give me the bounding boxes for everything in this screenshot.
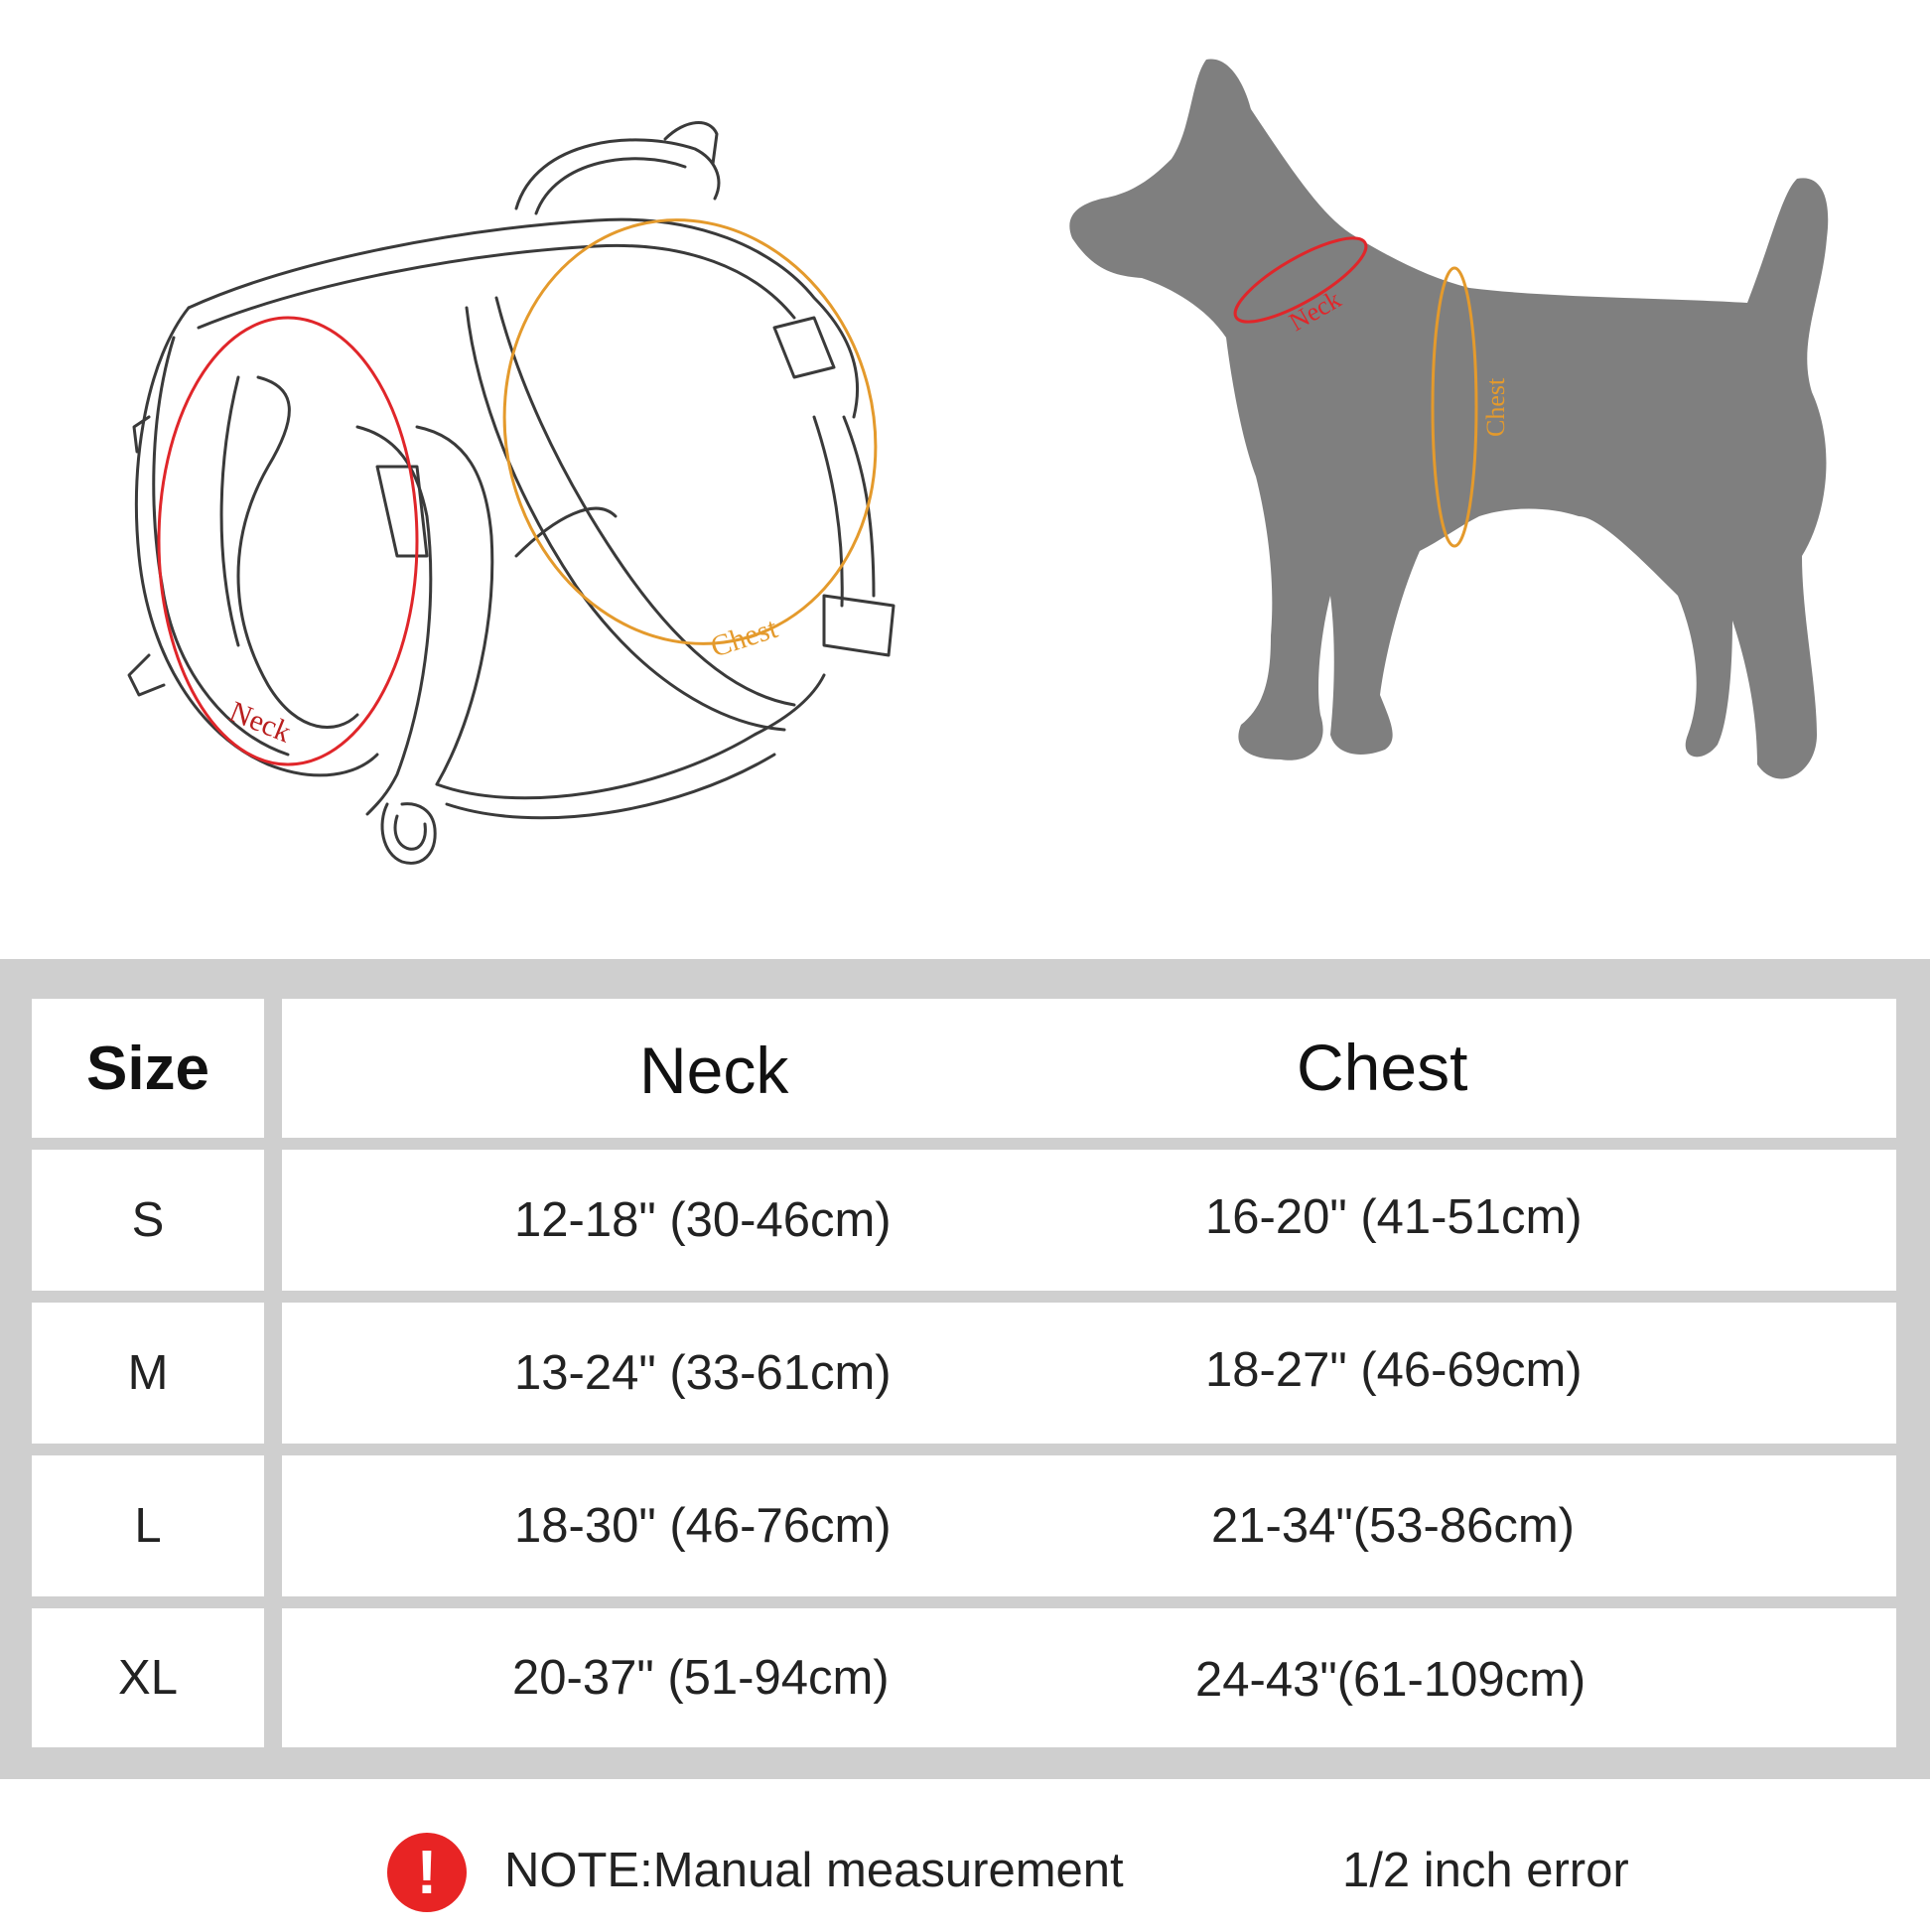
row-s-neck: 12-18" (30-46cm) [514, 1193, 892, 1247]
measurement-note: ! NOTE:Manual measurement 1/2 inch error [0, 1823, 1932, 1932]
dog-neck-ellipse [1233, 236, 1368, 324]
harness-neck-ellipse [157, 316, 419, 766]
note-text: NOTE:Manual measurement [504, 1844, 1124, 1897]
row-l-chest: 21-34"(53-86cm) [1211, 1499, 1575, 1553]
row-xl-values: 20-37" (51-94cm) 24-43"(61-109cm) [282, 1608, 1896, 1747]
note-error: 1/2 inch error [1342, 1844, 1629, 1897]
row-xl-neck: 20-37" (51-94cm) [512, 1651, 890, 1705]
row-m-neck: 13-24" (33-61cm) [514, 1346, 892, 1400]
exclamation-icon: ! [387, 1833, 467, 1912]
row-s-size: S [32, 1150, 264, 1291]
header-chest: Chest [1297, 1031, 1468, 1104]
row-xl-chest: 24-43"(61-109cm) [1195, 1653, 1587, 1707]
illustration: Neck Chest Neck Chest [127, 59, 1829, 865]
row-m-size: M [32, 1303, 264, 1444]
row-xl-size: XL [32, 1608, 264, 1747]
row-s-values: 12-18" (30-46cm) 16-20" (41-51cm) [282, 1150, 1896, 1291]
dog-chest-ellipse [1431, 266, 1478, 548]
dog-silhouette [1069, 59, 1829, 779]
header-neck-chest-bg: Neck Chest [282, 999, 1896, 1138]
row-m-chest: 18-27" (46-69cm) [1205, 1343, 1583, 1397]
header-neck: Neck [639, 1034, 789, 1107]
row-l-values: 18-30" (46-76cm) 21-34"(53-86cm) [282, 1455, 1896, 1596]
harness-drawing [127, 121, 896, 865]
harness-chest-ellipse [502, 218, 878, 645]
row-l-size: L [32, 1455, 264, 1596]
dog-chest-label: Chest [1481, 377, 1510, 437]
header-size: Size [32, 999, 264, 1138]
size-chart-table: Size Neck Chest S 12-18" (30-46cm) 16-20… [0, 959, 1930, 1779]
row-l-neck: 18-30" (46-76cm) [514, 1499, 892, 1553]
row-m-values: 13-24" (33-61cm) 18-27" (46-69cm) [282, 1303, 1896, 1444]
row-s-chest: 16-20" (41-51cm) [1205, 1190, 1583, 1244]
harness-chest-label: Chest [707, 612, 782, 664]
